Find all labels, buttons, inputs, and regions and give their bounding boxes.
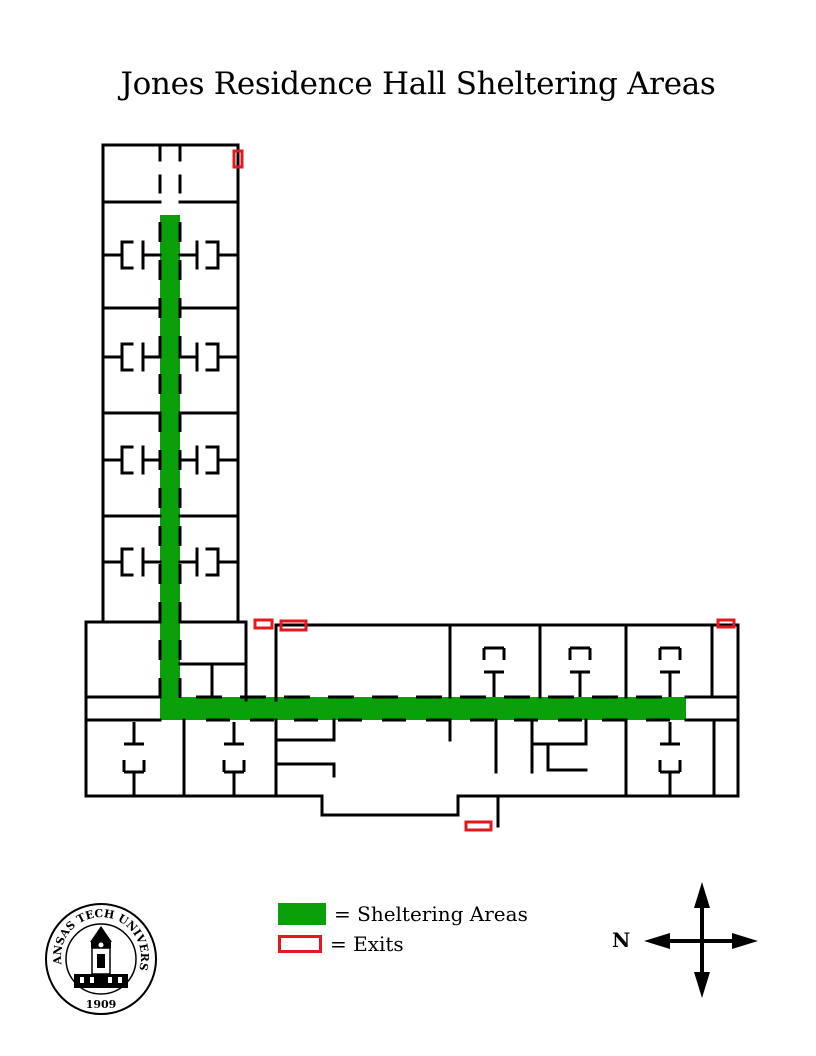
legend-exit-label: = Exits [330, 932, 404, 956]
legend-exit: = Exits [278, 932, 404, 956]
page-title: Jones Residence Hall Sheltering Areas [120, 66, 716, 102]
shelter-swatch [278, 903, 326, 925]
compass-arrows-icon [644, 882, 758, 998]
legend-shelter: = Sheltering Areas [278, 902, 528, 926]
seal-year: 1909 [86, 998, 117, 1011]
compass-north-label: N [612, 928, 631, 952]
walls [84, 143, 740, 828]
clock-tower-icon [74, 926, 128, 988]
bathroom-fixtures [122, 646, 682, 796]
exits [232, 149, 736, 832]
university-seal: ARKANSAS TECH UNIVERSITY 1909 [44, 902, 157, 1015]
exit-swatch [278, 935, 322, 953]
sheltering-area [160, 215, 686, 720]
corridor-dashes [158, 222, 670, 722]
legend-shelter-label: = Sheltering Areas [334, 902, 528, 926]
